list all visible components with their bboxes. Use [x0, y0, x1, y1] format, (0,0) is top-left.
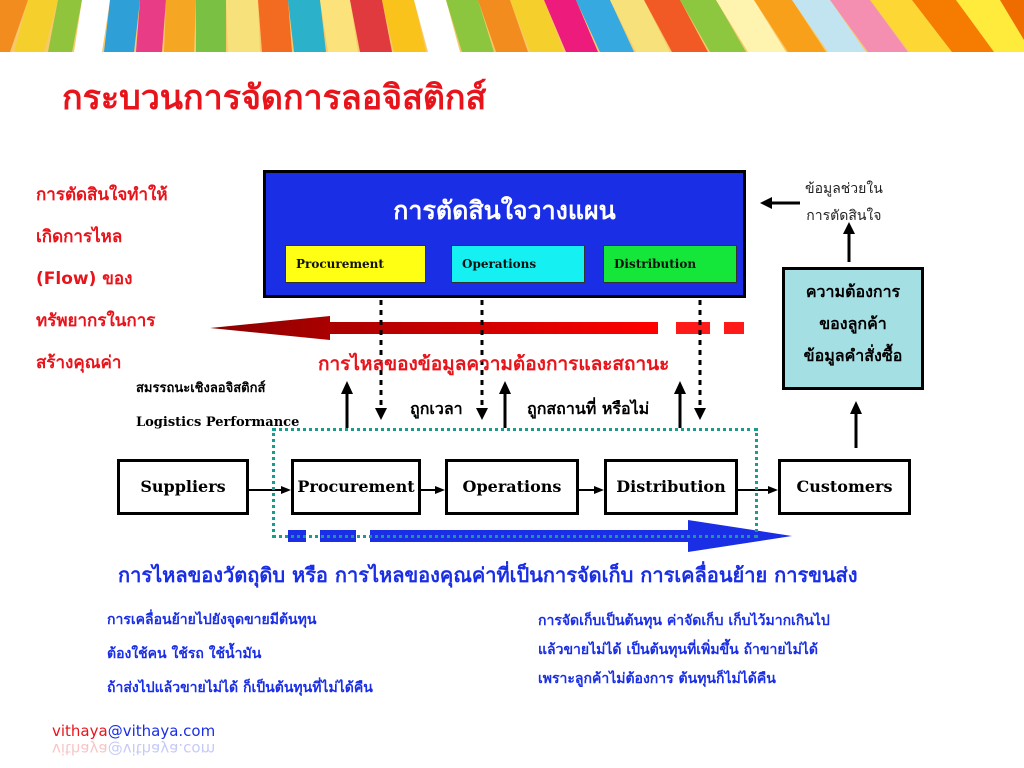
footer-email-reflection-user: vithaya [52, 740, 108, 758]
transport-cost-line: ถ้าส่งไปแล้วขายไม่ได้ ก็เป็นต้นทุนที่ไม่… [107, 680, 373, 696]
decision-flow-note: การตัดสินใจทำให้ เกิดการไหล (Flow) ของ ท… [36, 174, 211, 384]
suppliers-node: Suppliers [117, 459, 249, 515]
customers-node: Customers [778, 459, 911, 515]
footer-email-user: vithaya [52, 722, 108, 740]
decision-flow-line: เกิดการไหล [36, 227, 123, 247]
plan-operations-box: Operations [451, 245, 585, 283]
logistics-performance-label: สมรรถนะเชิงลอจิสติกส์ Logistics Performa… [136, 372, 299, 440]
page-title: กระบวนการจัดการลอจิสติกส์ [62, 78, 487, 118]
transport-cost-note: การเคลื่อนย้ายไปยังจุดขายมีต้นทุน ต้องใช… [107, 603, 373, 705]
transport-cost-line: ต้องใช้คน ใช้รถ ใช้น้ำมัน [107, 646, 262, 662]
decision-flow-line: การตัดสินใจทำให้ [36, 185, 168, 205]
dotted-arrow-heads [375, 408, 706, 420]
transport-cost-line: การเคลื่อนย้ายไปยังจุดขายมีต้นทุน [107, 612, 317, 628]
storage-cost-line: เพราะลูกค้าไม่ต้องการ ต้นทุนก็ไม่ได้คืน [538, 671, 776, 687]
chain-arrow-heads [281, 486, 778, 494]
customer-demand-line: ของลูกค้า [819, 314, 887, 333]
up-arrows [345, 232, 858, 448]
info-flow-arrow [210, 316, 744, 340]
footer-email-reflection-domain: @vithaya.com [107, 740, 216, 758]
decision-support-line: ข้อมูลช่วยใน [805, 181, 883, 197]
on-time-label: ถูกเวลา [410, 399, 463, 418]
storage-cost-note: การจัดเก็บเป็นต้นทุน ค่าจัดเก็บ เก็บไว้ม… [538, 607, 830, 694]
plan-procurement-box: Procurement [285, 245, 426, 283]
planning-decision-box: การตัดสินใจวางแผน Procurement Operations… [263, 170, 746, 298]
decision-flow-line: (Flow) ของ [36, 269, 133, 289]
operations-node: Operations [445, 459, 579, 515]
info-flow-label: การไหลของข้อมูลความต้องการและสถานะ [318, 353, 670, 375]
plan-distribution-box: Distribution [603, 245, 737, 283]
customer-demand-box: ความต้องการ ของลูกค้า ข้อมูลคำสั่งซื้อ [782, 267, 924, 390]
info-to-plan-arrow [760, 197, 800, 209]
decision-support-note: ข้อมูลช่วยใน การตัดสินใจ [805, 176, 883, 230]
decision-flow-line: ทรัพยากรในการ [36, 311, 156, 331]
footer-email[interactable]: vithaya@vithaya.com [52, 722, 215, 740]
decision-flow-line: สร้างคุณค่า [36, 353, 122, 373]
dotted-arrows [379, 300, 702, 410]
procurement-node: Procurement [291, 459, 421, 515]
performance-line-thai: สมรรถนะเชิงลอจิสติกส์ [136, 381, 266, 396]
stripe-graphic [0, 0, 1024, 52]
internal-process-frame [272, 428, 758, 538]
performance-line-english: Logistics Performance [136, 415, 300, 430]
planning-title: การตัดสินใจวางแผน [393, 196, 616, 225]
right-place-label: ถูกสถานที่ หรือไม่ [527, 399, 650, 418]
footer-email-reflection: vithaya@vithaya.com [52, 740, 215, 758]
footer-email-domain: @vithaya.com [107, 722, 216, 740]
storage-cost-line: การจัดเก็บเป็นต้นทุน ค่าจัดเก็บ เก็บไว้ม… [538, 613, 830, 629]
decision-support-line: การตัดสินใจ [806, 208, 882, 224]
decorative-stripe-banner [0, 0, 1024, 52]
storage-cost-line: แล้วขายไม่ได้ เป็นต้นทุนที่เพิ่มขึ้น ถ้า… [538, 642, 818, 658]
customer-demand-line: ความต้องการ [805, 282, 901, 301]
distribution-node: Distribution [604, 459, 738, 515]
up-arrow-heads [341, 222, 862, 414]
customer-demand-line: ข้อมูลคำสั่งซื้อ [803, 346, 903, 365]
material-flow-label: การไหลของวัตถุดิบ หรือ การไหลของคุณค่าที… [118, 563, 858, 587]
